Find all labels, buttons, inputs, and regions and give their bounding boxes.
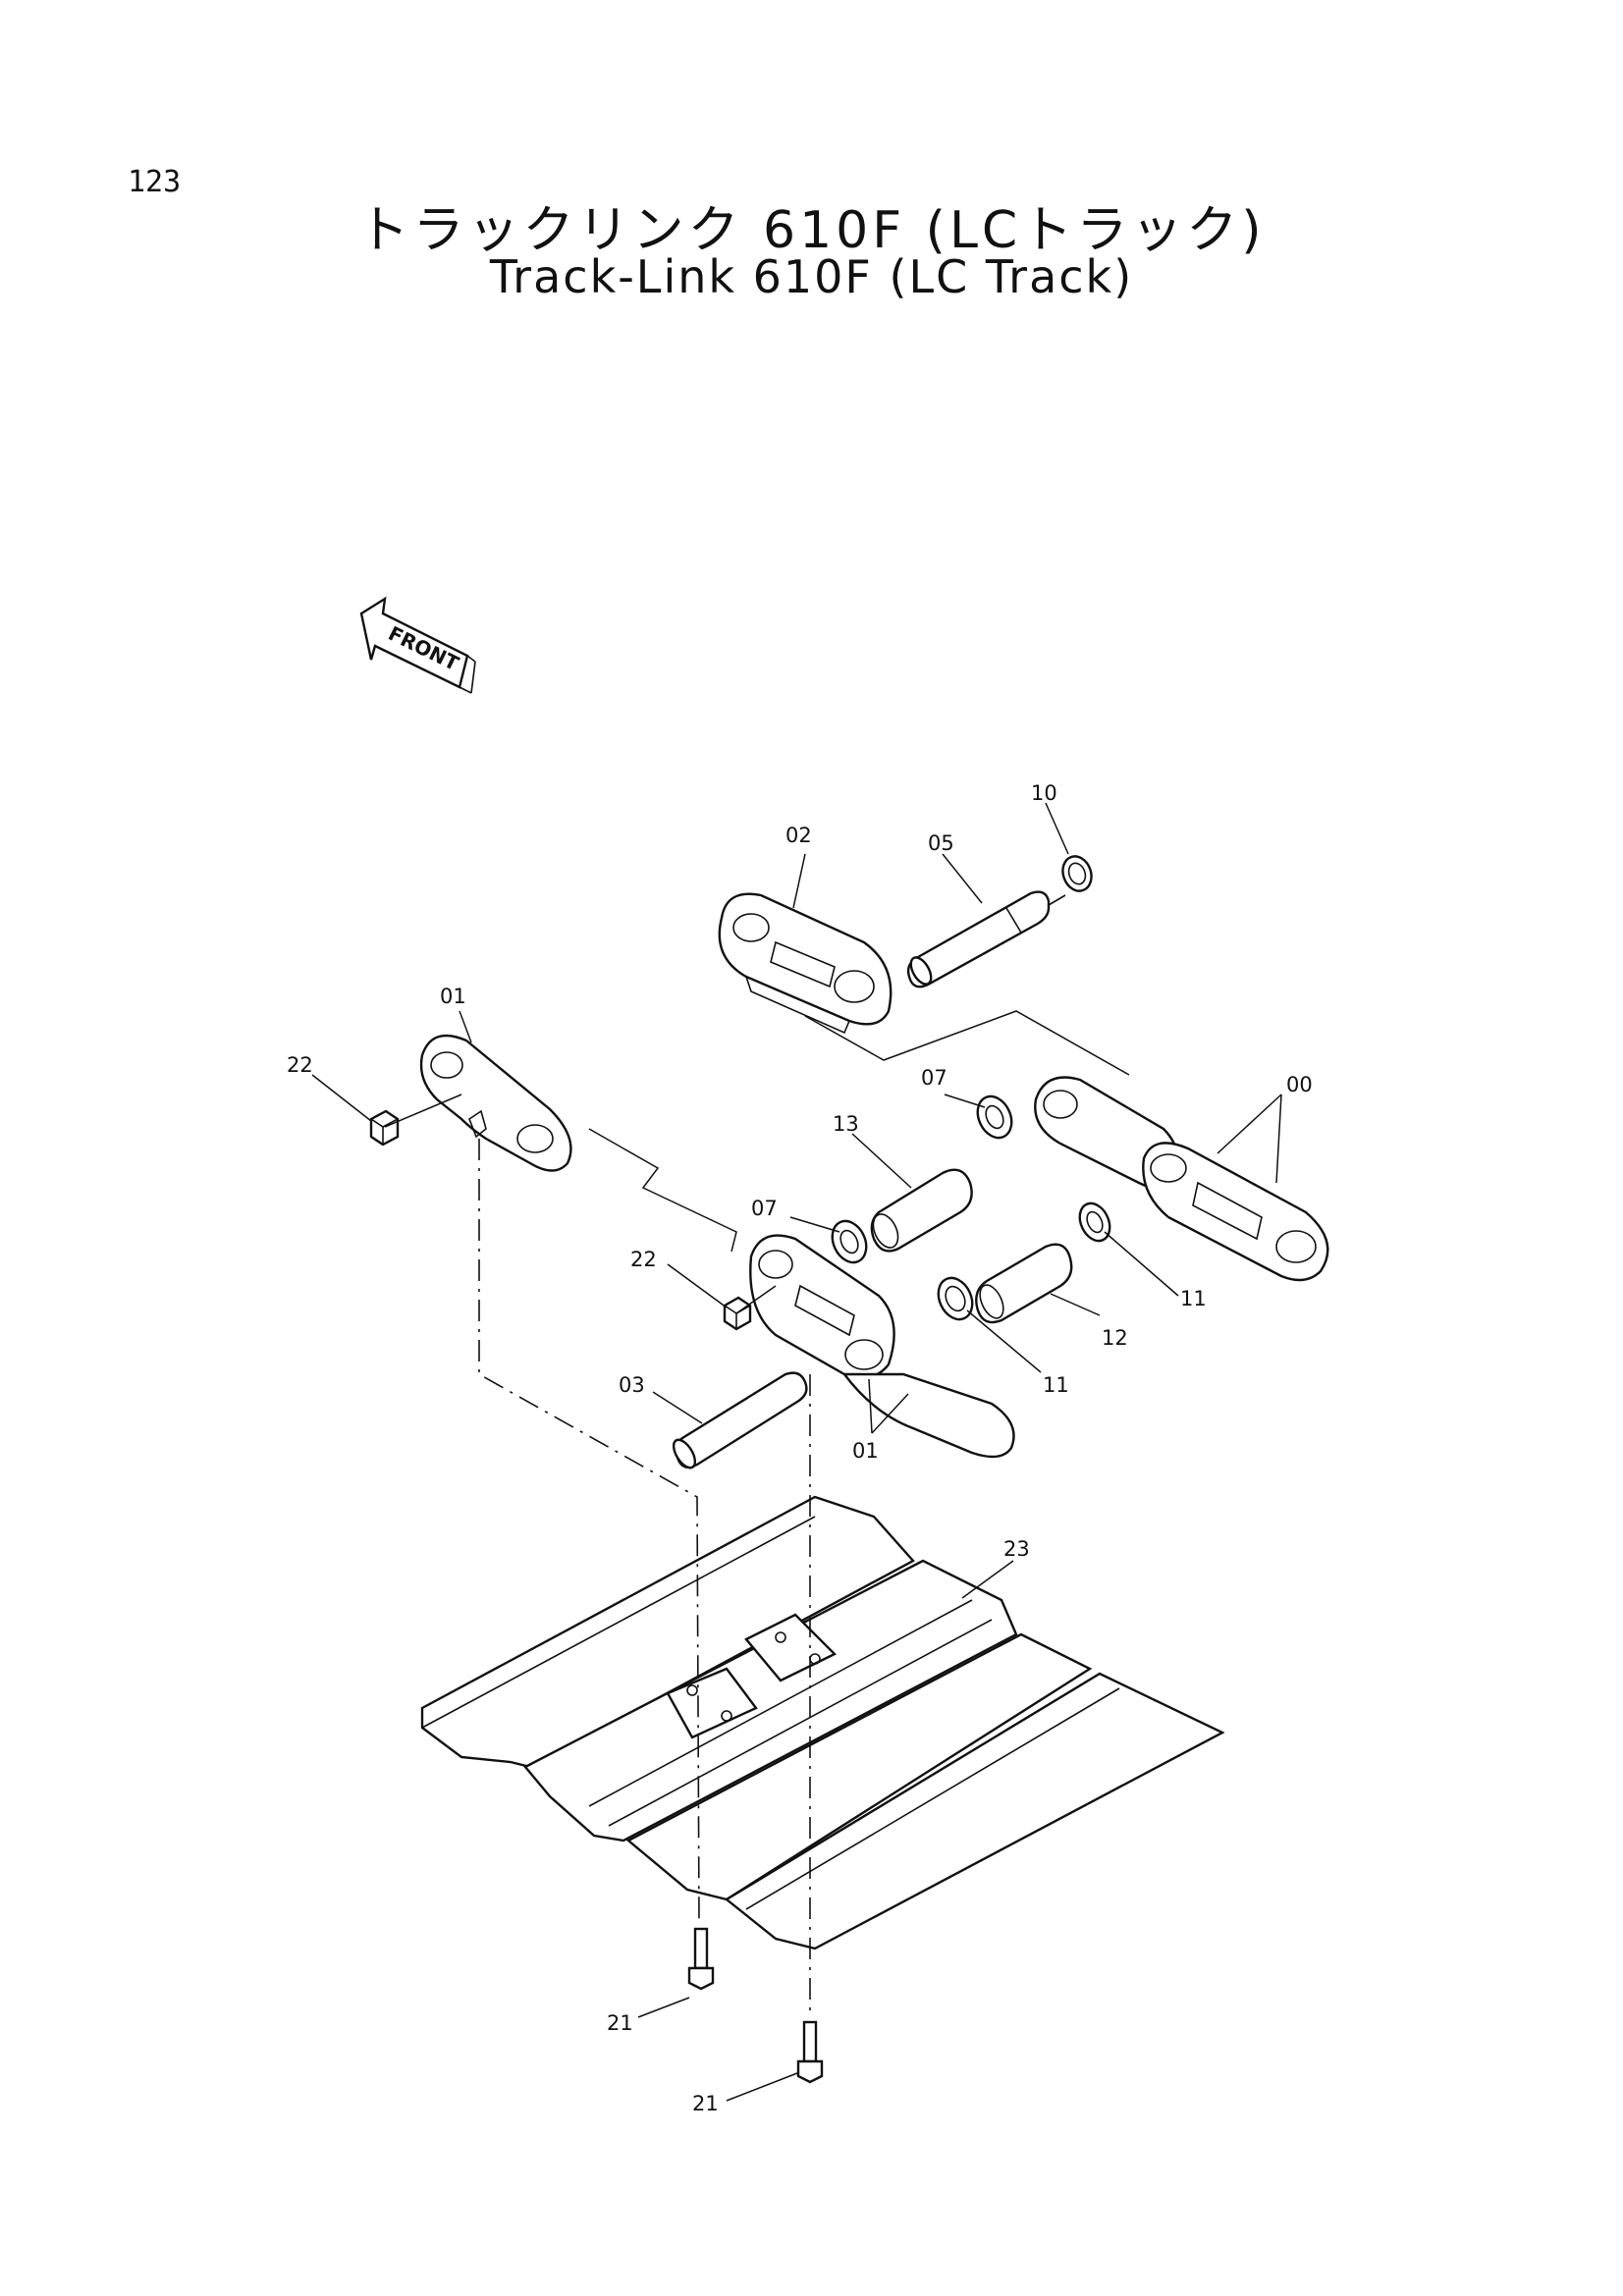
bushing-12 [975,1243,1073,1324]
callout-01-upper: 01 [440,985,466,1008]
callout-12: 12 [1102,1326,1128,1350]
bolt-21-left [687,1927,715,1991]
page-title-english: Track-Link 610F (LC Track) [489,250,1134,303]
bolt-21-right [796,2020,824,2084]
front-arrow-icon: FRONT [359,596,476,694]
callout-labels: 10 02 05 01 22 07 00 13 07 22 11 12 11 0… [287,781,1313,2115]
callout-13: 13 [833,1112,859,1136]
seal-07-lower [831,1219,868,1264]
link-00-pair [1034,1076,1329,1282]
track-shoe-center [523,1559,1018,1842]
callout-22-upper: 22 [287,1053,313,1077]
callout-21-left: 21 [607,2011,633,2035]
callout-01-lower: 01 [852,1439,879,1463]
callout-00: 00 [1286,1073,1313,1096]
link-01-left [419,1034,572,1172]
callout-22-center: 22 [630,1248,657,1271]
link-02 [718,892,893,1035]
bushing-13 [870,1168,973,1253]
page-number: 123 [128,165,182,199]
callout-11-right: 11 [1180,1287,1207,1310]
nut-22-upper [369,1109,400,1147]
callout-10: 10 [1031,781,1057,805]
seal-07-upper [976,1095,1013,1140]
callout-11-left: 11 [1043,1373,1069,1397]
seal-11-left [937,1276,974,1321]
callout-21-right: 21 [692,2092,719,2115]
callout-23: 23 [1003,1537,1030,1561]
track-shoe-right-lower [625,1632,1093,1901]
callout-02: 02 [785,824,812,847]
callout-07-upper: 07 [921,1066,947,1090]
callout-03: 03 [619,1373,645,1397]
snap-ring-10 [1061,855,1093,892]
callout-leaders [311,802,1282,2102]
track-shoe-right [724,1672,1225,1950]
page-title-japanese: トラックリンク 610F (LCトラック) [357,201,1266,260]
callout-07-lower: 07 [751,1197,778,1220]
pin-05 [906,890,1066,988]
callout-05: 05 [928,831,954,855]
link-01-center [749,1234,1015,1459]
seal-11-right [1078,1201,1111,1243]
assembly-centerlines [384,1010,1130,2017]
pin-03 [672,1371,808,1469]
